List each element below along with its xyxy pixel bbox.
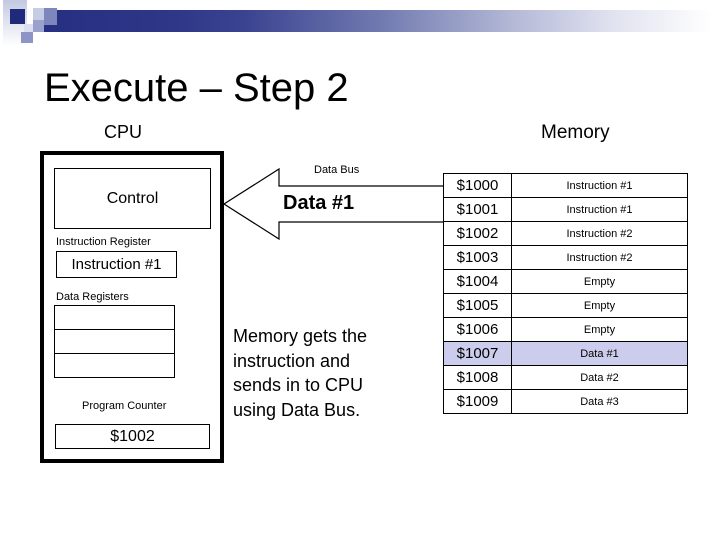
- memory-table-row: $1000 Instruction #1: [443, 173, 688, 198]
- note-line: instruction and: [233, 350, 351, 371]
- memory-address-cell: $1004: [443, 269, 512, 294]
- memory-value-cell: Empty: [511, 269, 688, 294]
- memory-value-cell: Instruction #2: [511, 221, 688, 246]
- note-line: Memory gets the: [233, 326, 368, 346]
- deco-pixel-square: [33, 8, 44, 20]
- slide-title: Execute – Step 2: [44, 66, 349, 110]
- data-bus-value: Data #1: [283, 192, 355, 214]
- memory-table-row: $1004 Empty: [443, 269, 688, 294]
- memory-table-row: $1002 Instruction #2: [443, 221, 688, 246]
- memory-table-row: $1009 Data #3: [443, 389, 688, 414]
- memory-address-cell: $1006: [443, 317, 512, 342]
- program-counter-label: Program Counter: [82, 400, 167, 412]
- data-register-cell-empty: [55, 306, 174, 330]
- memory-address-cell: $1009: [443, 389, 512, 414]
- memory-table: $1000 Instruction #1 $1001 Instruction #…: [443, 173, 688, 414]
- note-line: using Data Bus.: [233, 399, 361, 420]
- memory-value-cell: Data #3: [511, 389, 688, 414]
- memory-address-cell: $1003: [443, 245, 512, 270]
- memory-table-body: $1000 Instruction #1 $1001 Instruction #…: [443, 173, 688, 414]
- memory-table-row: $1006 Empty: [443, 317, 688, 342]
- memory-value-cell: Instruction #1: [511, 173, 688, 198]
- memory-address-cell: $1008: [443, 365, 512, 390]
- control-unit-label: Control: [106, 189, 159, 207]
- program-counter-value-box: $1002: [55, 424, 210, 449]
- memory-table-row: $1001 Instruction #1: [443, 197, 688, 222]
- data-register-cell-empty: [55, 330, 174, 354]
- deco-pixel-square: [44, 8, 57, 25]
- memory-value-cell: Empty: [511, 293, 688, 318]
- memory-value-cell: Instruction #1: [511, 197, 688, 222]
- cpu-box: Control Instruction Register Instruction…: [40, 151, 224, 463]
- memory-value-cell: Instruction #2: [511, 245, 688, 270]
- memory-value-cell: Data #1: [511, 341, 688, 366]
- control-unit-box: Control: [54, 168, 211, 229]
- deco-pixel-square: [24, 24, 33, 33]
- deco-gradient-bar: [44, 10, 712, 32]
- memory-table-row: $1005 Empty: [443, 293, 688, 318]
- note-text: Memory gets the instruction and sends in…: [233, 324, 367, 422]
- instruction-register-value-box: Instruction #1: [56, 251, 177, 278]
- memory-value-cell: Empty: [511, 317, 688, 342]
- memory-address-cell: $1005: [443, 293, 512, 318]
- memory-table-row: $1003 Instruction #2: [443, 245, 688, 270]
- memory-section-label: Memory: [541, 122, 610, 143]
- note-line: sends in to CPU: [233, 375, 364, 395]
- deco-pixel-square: [21, 32, 33, 43]
- instruction-register-label: Instruction Register: [56, 236, 151, 248]
- deco-pixel-square: [33, 20, 44, 32]
- memory-address-cell: $1001: [443, 197, 512, 222]
- memory-table-row: $1008 Data #2: [443, 365, 688, 390]
- memory-address-cell: $1002: [443, 221, 512, 246]
- memory-address-cell: $1000: [443, 173, 512, 198]
- memory-table-row: $1007 Data #1: [443, 341, 688, 366]
- deco-navy-square: [10, 9, 25, 24]
- data-bus-label: Data Bus: [314, 164, 360, 176]
- memory-value-cell: Data #2: [511, 365, 688, 390]
- memory-address-cell: $1007: [443, 341, 512, 366]
- cpu-section-label: CPU: [104, 122, 143, 142]
- data-registers-label: Data Registers: [56, 291, 129, 303]
- data-register-cell-empty: [55, 354, 174, 377]
- data-registers-stack: [54, 305, 175, 378]
